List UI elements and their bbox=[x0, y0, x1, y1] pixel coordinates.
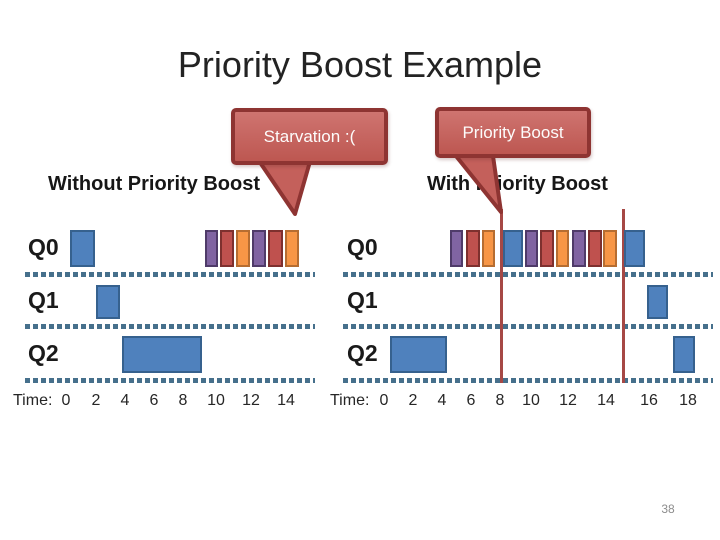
axis-tick-8: 8 bbox=[495, 392, 505, 409]
job-bar-blue bbox=[390, 336, 447, 373]
axis-tick-2: 2 bbox=[408, 392, 418, 409]
chart-title-without-boost: Without Priority Boost bbox=[48, 173, 261, 195]
priority-boost-callout-text: Priority Boost bbox=[462, 122, 564, 142]
job-bar-blue bbox=[647, 285, 668, 319]
queue-divider-dashed-line bbox=[343, 324, 713, 329]
axis-tick-14: 14 bbox=[597, 392, 615, 409]
job-bar-orange bbox=[556, 230, 569, 267]
job-bar-blue bbox=[673, 336, 695, 373]
job-bar-orange bbox=[236, 230, 250, 267]
axis-tick-10: 10 bbox=[207, 392, 225, 409]
job-bar-orange bbox=[482, 230, 495, 267]
job-bar-blue bbox=[70, 230, 95, 267]
axis-tick-12: 12 bbox=[242, 392, 260, 409]
row-label-q2: Q2 bbox=[28, 340, 59, 366]
queue-divider-dashed-line bbox=[25, 378, 315, 383]
job-bar-red bbox=[540, 230, 554, 267]
axis-tick-0: 0 bbox=[379, 392, 389, 409]
axis-tick-12: 12 bbox=[559, 392, 577, 409]
queue-divider-dashed-line bbox=[25, 324, 315, 329]
axis-tick-18: 18 bbox=[679, 392, 697, 409]
job-bar-purple bbox=[252, 230, 266, 267]
axis-tick-0: 0 bbox=[61, 392, 71, 409]
row-label-q1: Q1 bbox=[28, 287, 59, 313]
job-bar-blue bbox=[122, 336, 202, 373]
axis-tick-2: 2 bbox=[91, 392, 101, 409]
job-bar-purple bbox=[450, 230, 463, 267]
job-bar-orange bbox=[285, 230, 299, 267]
page-number: 38 bbox=[661, 502, 675, 516]
row-label-q0: Q0 bbox=[28, 234, 59, 260]
axis-tick-6: 6 bbox=[149, 392, 159, 409]
job-bar-red bbox=[588, 230, 602, 267]
priority-boost-line bbox=[500, 209, 503, 383]
starvation-callout-text: Starvation :( bbox=[263, 126, 356, 146]
axis-tick-6: 6 bbox=[466, 392, 476, 409]
job-bar-red bbox=[466, 230, 480, 267]
priority-boost-line bbox=[622, 209, 625, 383]
axis-tick-4: 4 bbox=[437, 392, 447, 409]
priority-boost-callout: Priority Boost bbox=[435, 107, 591, 158]
axis-tick-14: 14 bbox=[277, 392, 295, 409]
time-axis-label: Time: bbox=[330, 392, 370, 409]
job-bar-blue bbox=[503, 230, 523, 267]
queue-divider-dashed-line bbox=[343, 378, 713, 383]
axis-tick-16: 16 bbox=[640, 392, 658, 409]
job-bar-purple bbox=[205, 230, 218, 267]
job-bar-purple bbox=[572, 230, 586, 267]
axis-tick-8: 8 bbox=[178, 392, 188, 409]
axis-tick-4: 4 bbox=[120, 392, 130, 409]
job-bar-red bbox=[220, 230, 234, 267]
row-label-q2: Q2 bbox=[347, 340, 378, 366]
axis-tick-10: 10 bbox=[522, 392, 540, 409]
job-bar-blue bbox=[624, 230, 645, 267]
row-label-q1: Q1 bbox=[347, 287, 378, 313]
slide-title: Priority Boost Example bbox=[177, 44, 543, 85]
job-bar-red bbox=[268, 230, 283, 267]
queue-divider-dashed-line bbox=[343, 272, 713, 277]
job-bar-orange bbox=[603, 230, 617, 267]
job-bar-purple bbox=[525, 230, 538, 267]
queue-divider-dashed-line bbox=[25, 272, 315, 277]
starvation-callout: Starvation :( bbox=[231, 108, 388, 165]
job-bar-blue bbox=[96, 285, 120, 319]
time-axis-label: Time: bbox=[13, 392, 53, 409]
row-label-q0: Q0 bbox=[347, 234, 378, 260]
